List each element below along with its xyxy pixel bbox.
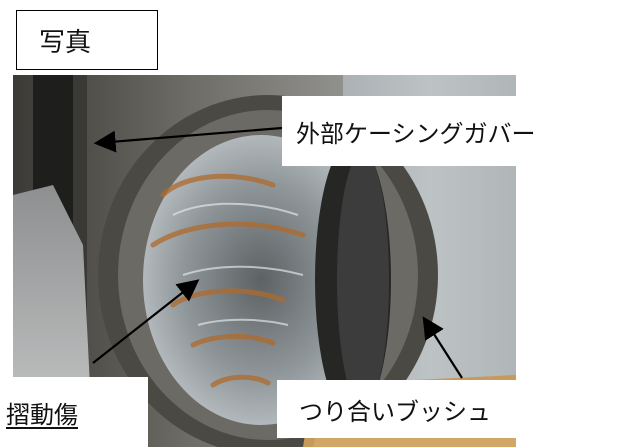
balance-bush-label: つり合いブッシュ — [277, 380, 622, 438]
casing-cover-label: 外部ケーシングガバー — [282, 96, 622, 166]
sliding-damage-text: 摺動傷 — [6, 400, 78, 429]
sliding-damage-label: 摺動傷 — [0, 377, 148, 447]
balance-bush-text: つり合いブッシュ — [299, 397, 491, 426]
casing-cover-text: 外部ケーシングガバー — [296, 119, 536, 148]
photo-title: 写真 — [16, 10, 158, 70]
